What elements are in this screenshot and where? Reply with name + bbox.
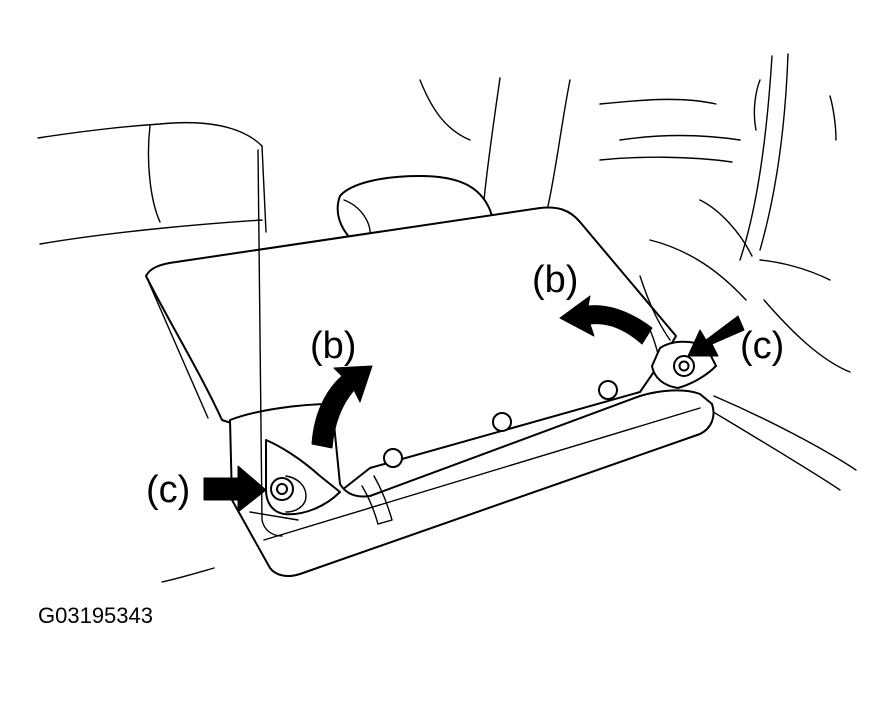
right-lift-arrow bbox=[559, 295, 653, 345]
background-interior bbox=[37, 53, 857, 583]
label-c-left: (c) bbox=[146, 469, 190, 511]
right-bolt-pointer-arrow bbox=[687, 315, 745, 357]
seat-base-frame bbox=[229, 380, 715, 577]
right-bolt bbox=[673, 355, 695, 377]
label-b-right: (b) bbox=[532, 259, 578, 301]
left-bolt-pointer-arrow bbox=[203, 465, 267, 513]
left-lift-arrow bbox=[311, 365, 373, 449]
label-c-right: (c) bbox=[740, 325, 784, 367]
figure-code: G03195343 bbox=[38, 603, 153, 628]
label-b-left: (b) bbox=[310, 325, 356, 367]
left-bolt bbox=[270, 477, 294, 501]
